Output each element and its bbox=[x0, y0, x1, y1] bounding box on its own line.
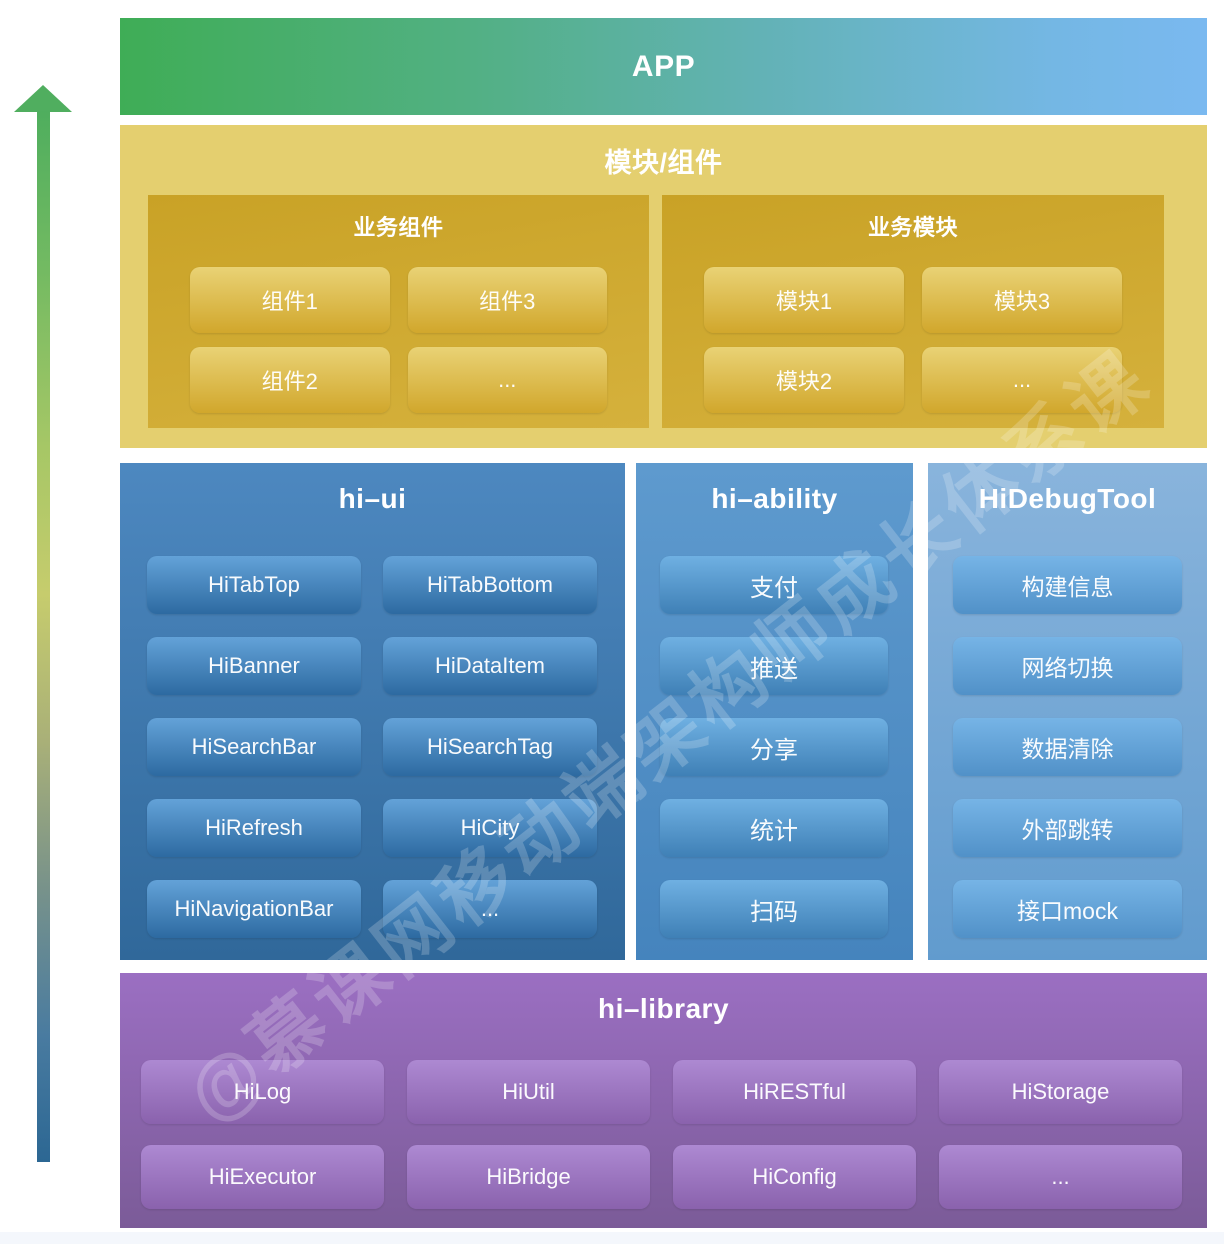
hi-library-grid: HiLog HiUtil HiRESTful HiStorage HiExecu… bbox=[141, 1060, 1182, 1209]
hi-ui-chip: HiNavigationBar bbox=[147, 880, 361, 938]
business-components-title: 业务组件 bbox=[353, 215, 444, 240]
hi-ui-chip: HiSearchTag bbox=[383, 718, 597, 776]
hi-ability-chip: 分享 bbox=[660, 718, 888, 776]
hidebugtool-chip: 构建信息 bbox=[953, 556, 1182, 614]
hi-ui-chip: HiCity bbox=[383, 799, 597, 857]
business-component-chip: ... bbox=[407, 347, 607, 413]
hi-library-chip: ... bbox=[939, 1145, 1182, 1209]
business-modules-title: 业务模块 bbox=[867, 215, 958, 240]
arrow-up-icon bbox=[14, 85, 72, 112]
business-component-chip: 组件1 bbox=[190, 267, 390, 333]
panel-hidebugtool: HiDebugTool 构建信息 网络切换 数据清除 外部跳转 接口mock bbox=[928, 463, 1207, 960]
hi-ui-chip: HiTabTop bbox=[147, 556, 361, 614]
business-module-chip: ... bbox=[922, 347, 1122, 413]
hi-library-chip: HiStorage bbox=[939, 1060, 1182, 1124]
hi-library-chip: HiUtil bbox=[407, 1060, 650, 1124]
hi-ui-chip: HiDataItem bbox=[383, 637, 597, 695]
app-layer-title: APP bbox=[631, 49, 696, 83]
hi-library-title: hi–library bbox=[597, 993, 730, 1024]
hi-ui-chip: ... bbox=[383, 880, 597, 938]
hi-library-chip: HiConfig bbox=[673, 1145, 916, 1209]
hi-ability-chip: 支付 bbox=[660, 556, 888, 614]
layer-modules: 模块/组件 业务组件 组件1 组件3 组件2 ... 业务模块 模块1 模块3 … bbox=[120, 125, 1207, 448]
hi-ui-chip: HiSearchBar bbox=[147, 718, 361, 776]
business-component-chip: 组件2 bbox=[190, 347, 390, 413]
hi-ui-chip: HiBanner bbox=[147, 637, 361, 695]
hidebugtool-chip: 数据清除 bbox=[953, 718, 1182, 776]
business-module-chip: 模块1 bbox=[704, 267, 904, 333]
layer-app: APP bbox=[120, 18, 1207, 115]
hi-ability-chip: 推送 bbox=[660, 637, 888, 695]
bottom-strip bbox=[0, 1232, 1224, 1244]
hi-library-chip: HiLog bbox=[141, 1060, 384, 1124]
hidebugtool-chip: 接口mock bbox=[953, 880, 1182, 938]
hi-ability-grid: 支付 推送 分享 统计 扫码 bbox=[660, 556, 888, 938]
hi-ui-chip: HiTabBottom bbox=[383, 556, 597, 614]
modules-layer-title: 模块/组件 bbox=[604, 148, 723, 178]
hi-ui-title: hi–ui bbox=[338, 483, 407, 514]
panel-hi-ability: hi–ability 支付 推送 分享 统计 扫码 bbox=[636, 463, 913, 960]
hi-ability-chip: 统计 bbox=[660, 799, 888, 857]
hidebugtool-chip: 外部跳转 bbox=[953, 799, 1182, 857]
business-component-chip: 组件3 bbox=[407, 267, 607, 333]
layer-hi-library: hi–library HiLog HiUtil HiRESTful HiStor… bbox=[120, 973, 1207, 1228]
hi-ui-grid: HiTabTop HiTabBottom HiBanner HiDataItem… bbox=[147, 556, 597, 938]
hi-library-chip: HiRESTful bbox=[673, 1060, 916, 1124]
business-module-chip: 模块3 bbox=[922, 267, 1122, 333]
hi-library-chip: HiBridge bbox=[407, 1145, 650, 1209]
business-modules-group: 业务模块 模块1 模块3 模块2 ... bbox=[662, 195, 1164, 428]
arrow-shaft bbox=[37, 111, 50, 1162]
hi-library-chip: HiExecutor bbox=[141, 1145, 384, 1209]
business-modules-grid: 模块1 模块3 模块2 ... bbox=[704, 267, 1122, 413]
hi-ability-title: hi–ability bbox=[711, 483, 838, 514]
business-module-chip: 模块2 bbox=[704, 347, 904, 413]
hidebugtool-title: HiDebugTool bbox=[978, 483, 1157, 514]
hidebugtool-chip: 网络切换 bbox=[953, 637, 1182, 695]
hi-ui-chip: HiRefresh bbox=[147, 799, 361, 857]
hidebugtool-grid: 构建信息 网络切换 数据清除 外部跳转 接口mock bbox=[953, 556, 1182, 938]
business-components-group: 业务组件 组件1 组件3 组件2 ... bbox=[148, 195, 649, 428]
panel-hi-ui: hi–ui HiTabTop HiTabBottom HiBanner HiDa… bbox=[120, 463, 625, 960]
business-components-grid: 组件1 组件3 组件2 ... bbox=[190, 267, 607, 413]
hi-ability-chip: 扫码 bbox=[660, 880, 888, 938]
